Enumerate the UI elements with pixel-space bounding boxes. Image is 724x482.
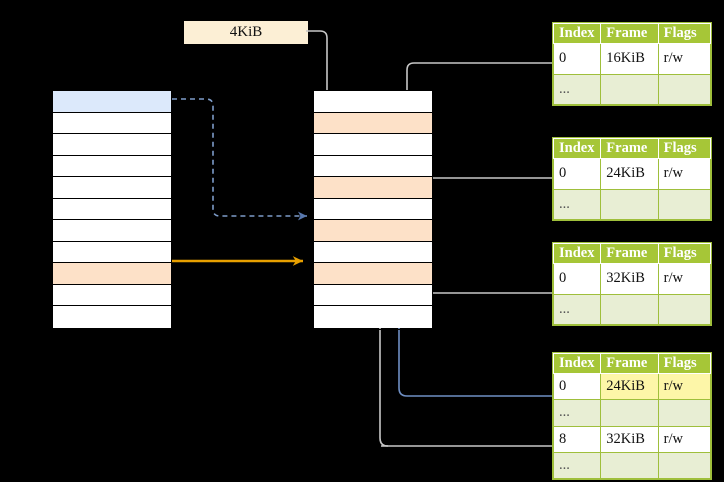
page-table-3-header-index: Index	[552, 243, 602, 264]
page-table-1-r1-c1: 0	[552, 43, 602, 75]
page-table-4-r3-c2: 32KiB	[600, 425, 659, 453]
page-table-4-r4-c3	[657, 451, 712, 480]
page-table-1-r2-c2	[600, 73, 659, 105]
page-table-2-r2-c3	[657, 188, 712, 220]
page-table-4-r4-c1: ...	[552, 451, 602, 480]
physical-memory-row-9	[314, 263, 432, 285]
page-table-3-r2-c2	[600, 293, 659, 325]
page-table-4-header-index: Index	[552, 353, 602, 374]
physical-memory-row-6	[314, 198, 432, 221]
virtual-address-space-row-7	[53, 220, 171, 242]
virtual-address-space-row-9	[53, 263, 171, 285]
page-table-4-r3-c3: r/w	[657, 425, 712, 453]
virtual-address-space-row-2	[53, 112, 171, 135]
page-table-2-r1-c3: r/w	[657, 158, 712, 190]
page-table-3-r1-c1: 0	[552, 263, 602, 295]
page-table-3-header-flags: Flags	[657, 243, 712, 264]
physical-memory-row-10	[314, 284, 432, 307]
virtual-address-space-row-11	[53, 306, 171, 328]
page-table-3-r1-c2: 32KiB	[600, 263, 659, 295]
page-table-4-r2-c3	[657, 399, 712, 427]
physical-memory-row-5	[314, 177, 432, 199]
virtual-address-space-row-10	[53, 284, 171, 307]
virtual-address-column	[52, 90, 172, 330]
page-table-2-header-frame: Frame	[600, 138, 659, 159]
page-table-4-r1-c3: r/w	[657, 372, 712, 401]
physical-memory-row-8	[314, 241, 432, 264]
page-table-2-r2-c2	[600, 188, 659, 220]
page-table-1-header-flags: Flags	[657, 23, 712, 44]
page-table-4-row-4[interactable]: ...	[552, 451, 712, 480]
page-table-3-r1-c3: r/w	[657, 263, 712, 295]
page-table-4-r2-c1: ...	[552, 399, 602, 427]
page-table-4-header-flags: Flags	[657, 353, 712, 374]
page-table-2-header-flags: Flags	[657, 138, 712, 159]
page-table-3-row-2[interactable]: ...	[552, 293, 712, 325]
page-table-4-r4-c2	[600, 451, 659, 480]
page-table-4-r3-c1: 8	[552, 425, 602, 453]
page-table-4-header-frame: Frame	[600, 353, 659, 374]
page-table-2-row-2[interactable]: ...	[552, 188, 712, 220]
page-table-3-r2-c1: ...	[552, 293, 602, 325]
page-table-1-r2-c1: ...	[552, 73, 602, 105]
page-table-2-r1-c2: 24KiB	[600, 158, 659, 190]
page-table-4-row-2[interactable]: ...	[552, 399, 712, 427]
page-table-2-header-index: Index	[552, 138, 602, 159]
page-table-1-row-2[interactable]: ...	[552, 73, 712, 105]
virtual-address-space-row-1	[53, 91, 171, 113]
page-table-2-r2-c1: ...	[552, 188, 602, 220]
page-table-4-r1-c2: 24KiB	[600, 372, 659, 401]
physical-memory-row-1	[314, 91, 432, 113]
virtual-address-space-row-3	[53, 134, 171, 156]
physical-memory-row-11	[314, 306, 432, 328]
page-table-4-r2-c2	[600, 399, 659, 427]
page-table-1-header-index: Index	[552, 23, 602, 44]
page-table-1-header-frame: Frame	[600, 23, 659, 44]
page-table-2-r1-c1: 0	[552, 158, 602, 190]
page-table-1-r2-c3	[657, 73, 712, 105]
page-table-3-r2-c3	[657, 293, 712, 325]
size-label-4kib: 4KiB	[184, 21, 308, 44]
virtual-address-space-row-6	[53, 198, 171, 221]
physical-memory-row-2	[314, 112, 432, 135]
virtual-address-space-row-8	[53, 241, 171, 264]
virtual-address-space-row-4	[53, 155, 171, 178]
physical-memory-column	[313, 90, 433, 330]
physical-memory-row-7	[314, 220, 432, 242]
page-table-4-r1-c1: 0	[552, 372, 602, 401]
page-table-1-r1-c2: 16KiB	[600, 43, 659, 75]
page-table-1-r1-c3: r/w	[657, 43, 712, 75]
page-table-3-header-frame: Frame	[600, 243, 659, 264]
physical-memory-row-3	[314, 134, 432, 156]
physical-memory-row-4	[314, 155, 432, 178]
virtual-address-space-row-5	[53, 177, 171, 199]
